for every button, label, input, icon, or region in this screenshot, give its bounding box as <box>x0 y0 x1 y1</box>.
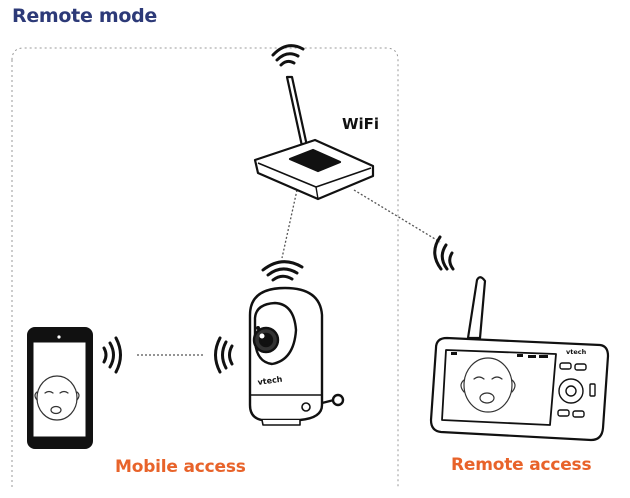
mobile-access-caption: Mobile access <box>115 457 246 477</box>
parent-unit-antenna <box>466 276 487 340</box>
diagram-title: Remote mode <box>12 5 157 27</box>
wifi-router <box>253 75 375 201</box>
camera-brand-label: vtech <box>257 375 283 387</box>
phone-signal-icon <box>102 336 122 374</box>
parent-unit-signal-icon <box>433 235 455 271</box>
router-camera-link <box>281 189 298 259</box>
router-antenna <box>285 75 309 148</box>
phone-baby-face-image <box>34 375 80 421</box>
home-network-boundary <box>11 47 399 488</box>
wifi-label: WiFi <box>342 115 380 133</box>
camera-side-signal-icon <box>214 336 234 374</box>
parent-unit-status-bar <box>451 352 548 358</box>
baby-camera <box>248 286 345 426</box>
parent-unit-controls <box>557 362 596 418</box>
remote-access-caption: Remote access <box>451 455 592 475</box>
router-parent-unit-link <box>353 189 441 243</box>
camera-signal-icon <box>261 260 304 282</box>
router-signal-icon <box>271 44 305 67</box>
parent-unit-brand-label: vtech <box>566 348 587 356</box>
parent-unit-screen-image <box>460 357 516 413</box>
smartphone <box>27 327 93 449</box>
